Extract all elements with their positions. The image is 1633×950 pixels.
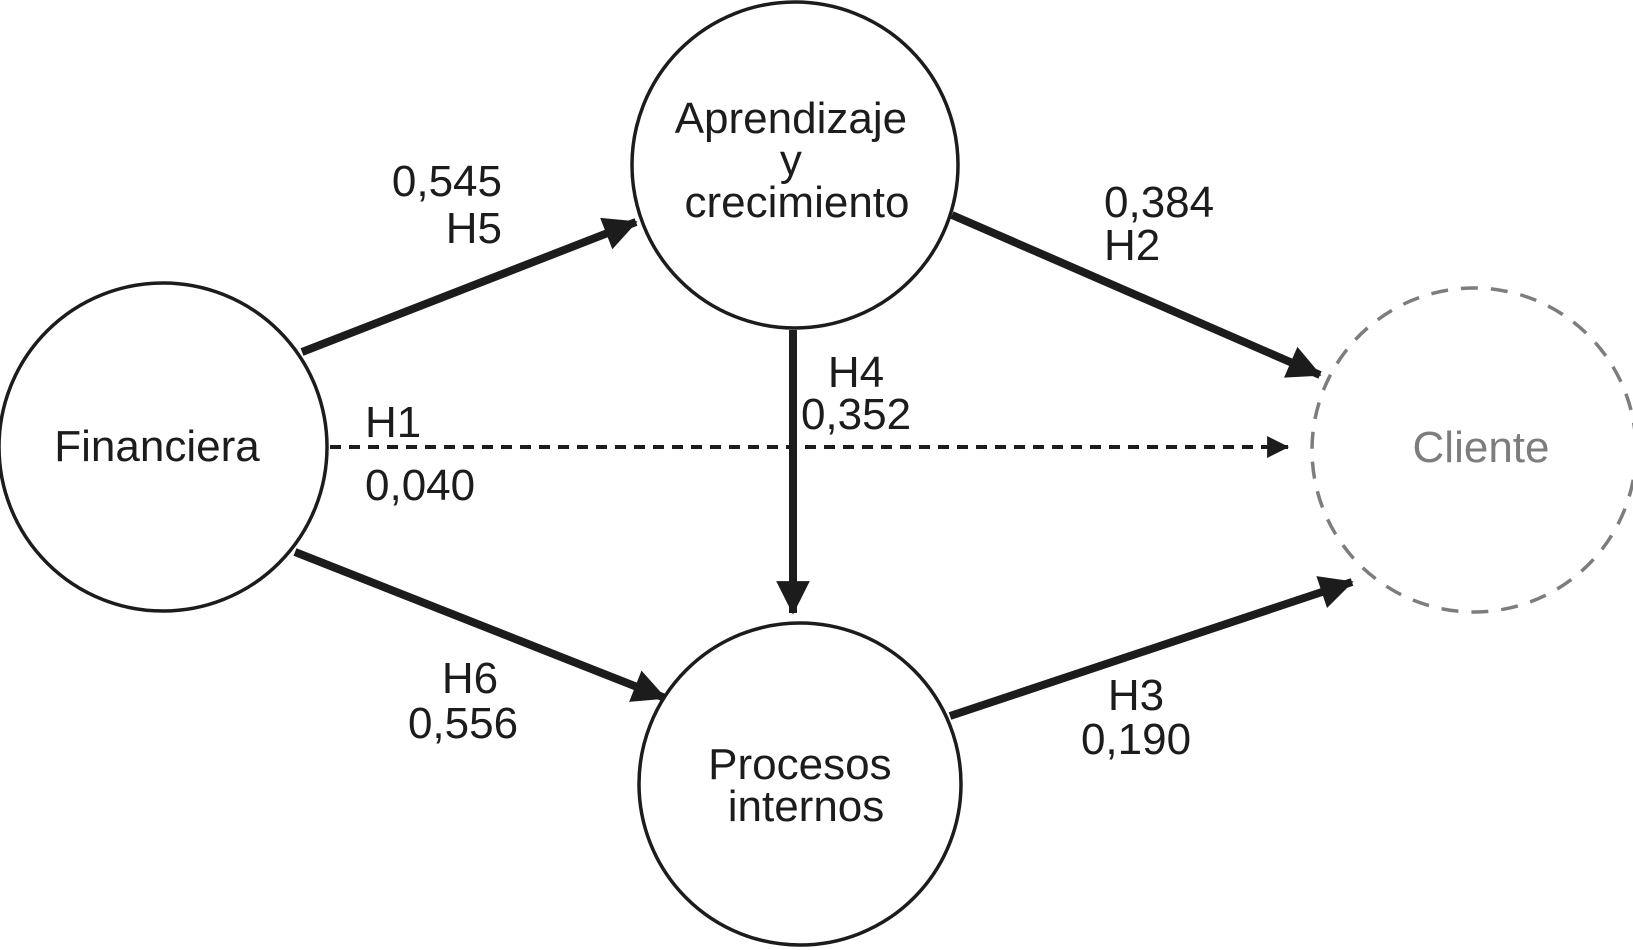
edge-h5-coefficient: 0,545	[392, 157, 502, 206]
node-aprendizaje-y-crecimiento	[630, 0, 960, 330]
node-aprendizaje-label-line3: crecimiento	[685, 178, 910, 227]
node-cliente	[1310, 286, 1633, 614]
node-procesos-internos	[637, 621, 963, 947]
edge-h1-coefficient: 0,040	[365, 461, 475, 510]
edge-h3-hypothesis: H3	[1108, 671, 1164, 720]
edge-h4-coefficient: 0,352	[801, 390, 911, 439]
edge-h4-hypothesis: H4	[828, 348, 884, 397]
node-procesos-label-line1: Procesos	[708, 740, 891, 789]
edge-h2-hypothesis: H2	[1104, 221, 1160, 270]
edge-h6-arrow	[293, 548, 667, 702]
node-financiera-label: Financiera	[54, 422, 260, 471]
node-aprendizaje-label-line2: y	[780, 136, 802, 185]
edge-h3-coefficient: 0,190	[1081, 715, 1191, 764]
edge-h6-hypothesis: H6	[442, 654, 498, 703]
node-aprendizaje-label: Aprendizaje y crecimiento	[675, 94, 920, 227]
edge-h5-arrow	[300, 217, 638, 356]
edge-h5-hypothesis: H5	[446, 204, 502, 253]
node-procesos-label-line2: internos	[728, 782, 885, 831]
edge-h2-coefficient: 0,384	[1104, 178, 1214, 227]
edge-h1-hypothesis: H1	[365, 398, 421, 447]
node-cliente-label: Cliente	[1413, 423, 1550, 472]
node-financiera	[0, 281, 329, 613]
node-aprendizaje-label-line1: Aprendizaje	[675, 94, 907, 143]
node-procesos-label: Procesos internos	[708, 740, 904, 831]
edge-h2-arrow	[950, 211, 1322, 379]
edge-h3-arrow	[948, 576, 1354, 720]
edge-h6-coefficient: 0,556	[408, 699, 518, 748]
